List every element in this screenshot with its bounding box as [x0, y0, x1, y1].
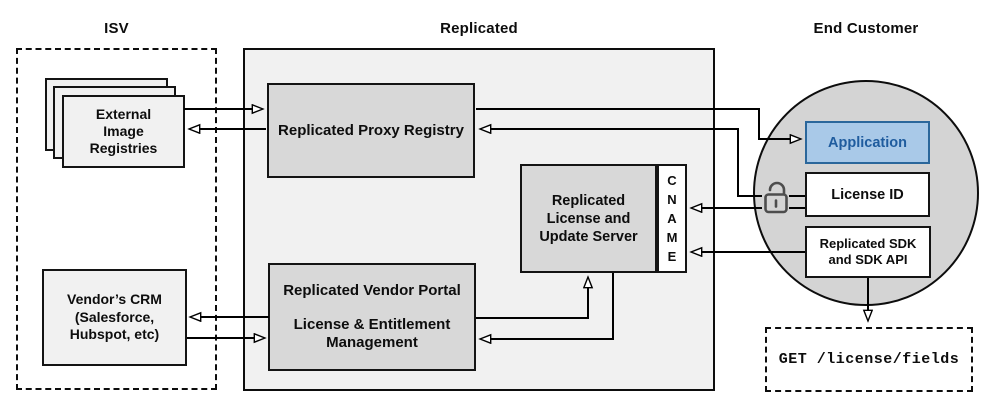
- registries-label-line: Registries: [89, 140, 158, 156]
- cname-node: C N A M E: [657, 164, 687, 273]
- crm-label-line: Vendor’s CRM: [67, 291, 162, 308]
- replicated-lane-title: Replicated: [440, 20, 518, 37]
- application-node: Application: [805, 121, 930, 164]
- get-license-fields-node: GET /license/fields: [765, 327, 973, 392]
- vendors-crm-node: Vendor’s CRM (Salesforce, Hubspot, etc): [42, 269, 187, 366]
- application-label: Application: [828, 134, 907, 151]
- get-endpoint-label: GET /license/fields: [778, 351, 960, 368]
- cname-letter: N: [667, 192, 677, 207]
- proxy-registry-label: Replicated Proxy Registry: [278, 122, 464, 139]
- license-server-label-line: Update Server: [539, 228, 638, 245]
- cname-letter: M: [666, 230, 678, 245]
- cname-letter: C: [667, 173, 677, 188]
- replicated-sdk-node: Replicated SDK and SDK API: [805, 226, 931, 278]
- vendor-portal-title: Replicated Vendor Portal: [283, 282, 461, 299]
- license-id-node: License ID: [805, 172, 930, 217]
- crm-label-line: (Salesforce,: [74, 308, 155, 325]
- sdk-label-line: Replicated SDK: [819, 236, 917, 251]
- license-server-label-line: Replicated: [551, 192, 626, 209]
- isv-lane-title: ISV: [104, 20, 129, 37]
- cname-letter: A: [667, 211, 677, 226]
- crm-label-line: Hubspot, etc): [69, 326, 160, 343]
- license-update-server-node: Replicated License and Update Server: [520, 164, 657, 273]
- external-image-registries-node: External Image Registries: [62, 95, 185, 168]
- proxy-registry-node: Replicated Proxy Registry: [267, 83, 475, 178]
- registries-label-line: Image: [103, 123, 144, 139]
- sdk-label-line: and SDK API: [828, 252, 908, 267]
- registries-label-line: External: [95, 106, 152, 122]
- license-server-label-line: License and: [546, 210, 631, 227]
- cname-letter: E: [667, 249, 677, 264]
- vendor-portal-node: Replicated Vendor Portal License & Entit…: [268, 263, 476, 371]
- vendor-portal-subtitle-line: License & Entitlement: [293, 316, 451, 333]
- end-customer-lane-title: End Customer: [813, 20, 919, 37]
- vendor-portal-subtitle-line: Management: [326, 334, 418, 351]
- license-id-label: License ID: [831, 186, 904, 203]
